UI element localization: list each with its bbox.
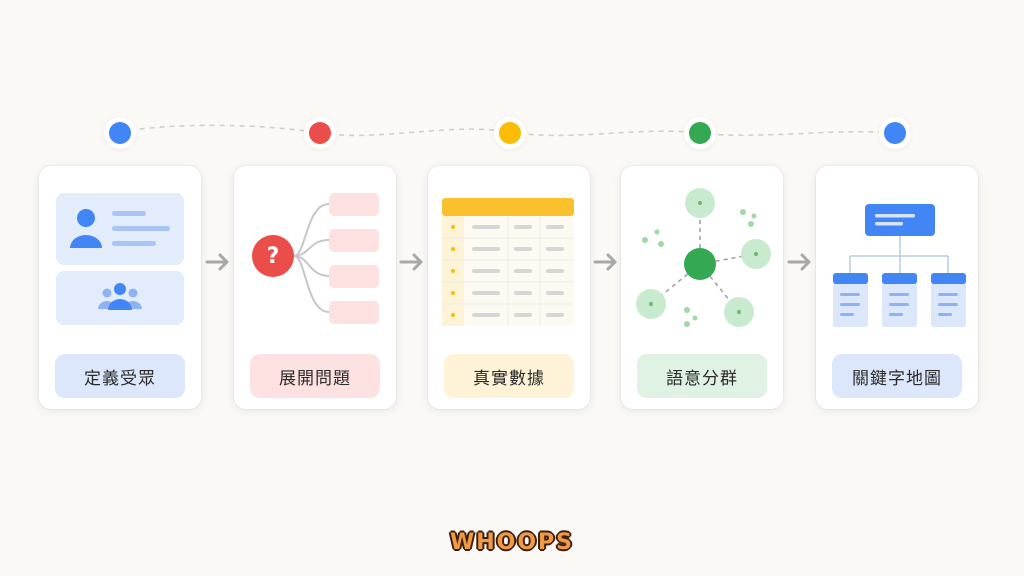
step-label: 定義受眾 [55, 354, 185, 398]
brand-logo: WHOOPS [449, 530, 575, 555]
step-card-semantic-clustering: 語意分群 [621, 166, 783, 409]
keyword-tree-illustration [833, 204, 966, 327]
question-icon [252, 235, 294, 277]
step-4-dot [689, 122, 711, 144]
question-mark: ? [266, 244, 280, 269]
audience-illustration [56, 193, 184, 325]
step-3-dot [499, 122, 521, 144]
step-label: 展開問題 [250, 354, 380, 398]
central-node [684, 248, 716, 280]
step-1-dot [109, 122, 131, 144]
arrow-right-icon [787, 253, 811, 271]
person-icon [77, 209, 95, 227]
step-label: 語意分群 [637, 354, 767, 398]
step-card-define-audience: 定義受眾 [39, 166, 201, 409]
step-label: 關鍵字地圖 [832, 354, 962, 398]
arrow-right-icon [593, 253, 617, 271]
step-5-dot [884, 122, 906, 144]
arrow-right-icon [399, 253, 423, 271]
data-table-illustration [442, 198, 574, 326]
step-2-dot [309, 122, 331, 144]
step-label: 真實數據 [444, 354, 574, 398]
step-card-keyword-map: 關鍵字地圖 [816, 166, 978, 409]
cluster-network-illustration [636, 188, 771, 327]
step-card-real-data: 真實數據 [428, 166, 590, 409]
step-card-expand-questions: ? 展開問題 [234, 166, 396, 409]
question-branch-illustration [252, 193, 379, 324]
arrow-right-icon [205, 253, 229, 271]
